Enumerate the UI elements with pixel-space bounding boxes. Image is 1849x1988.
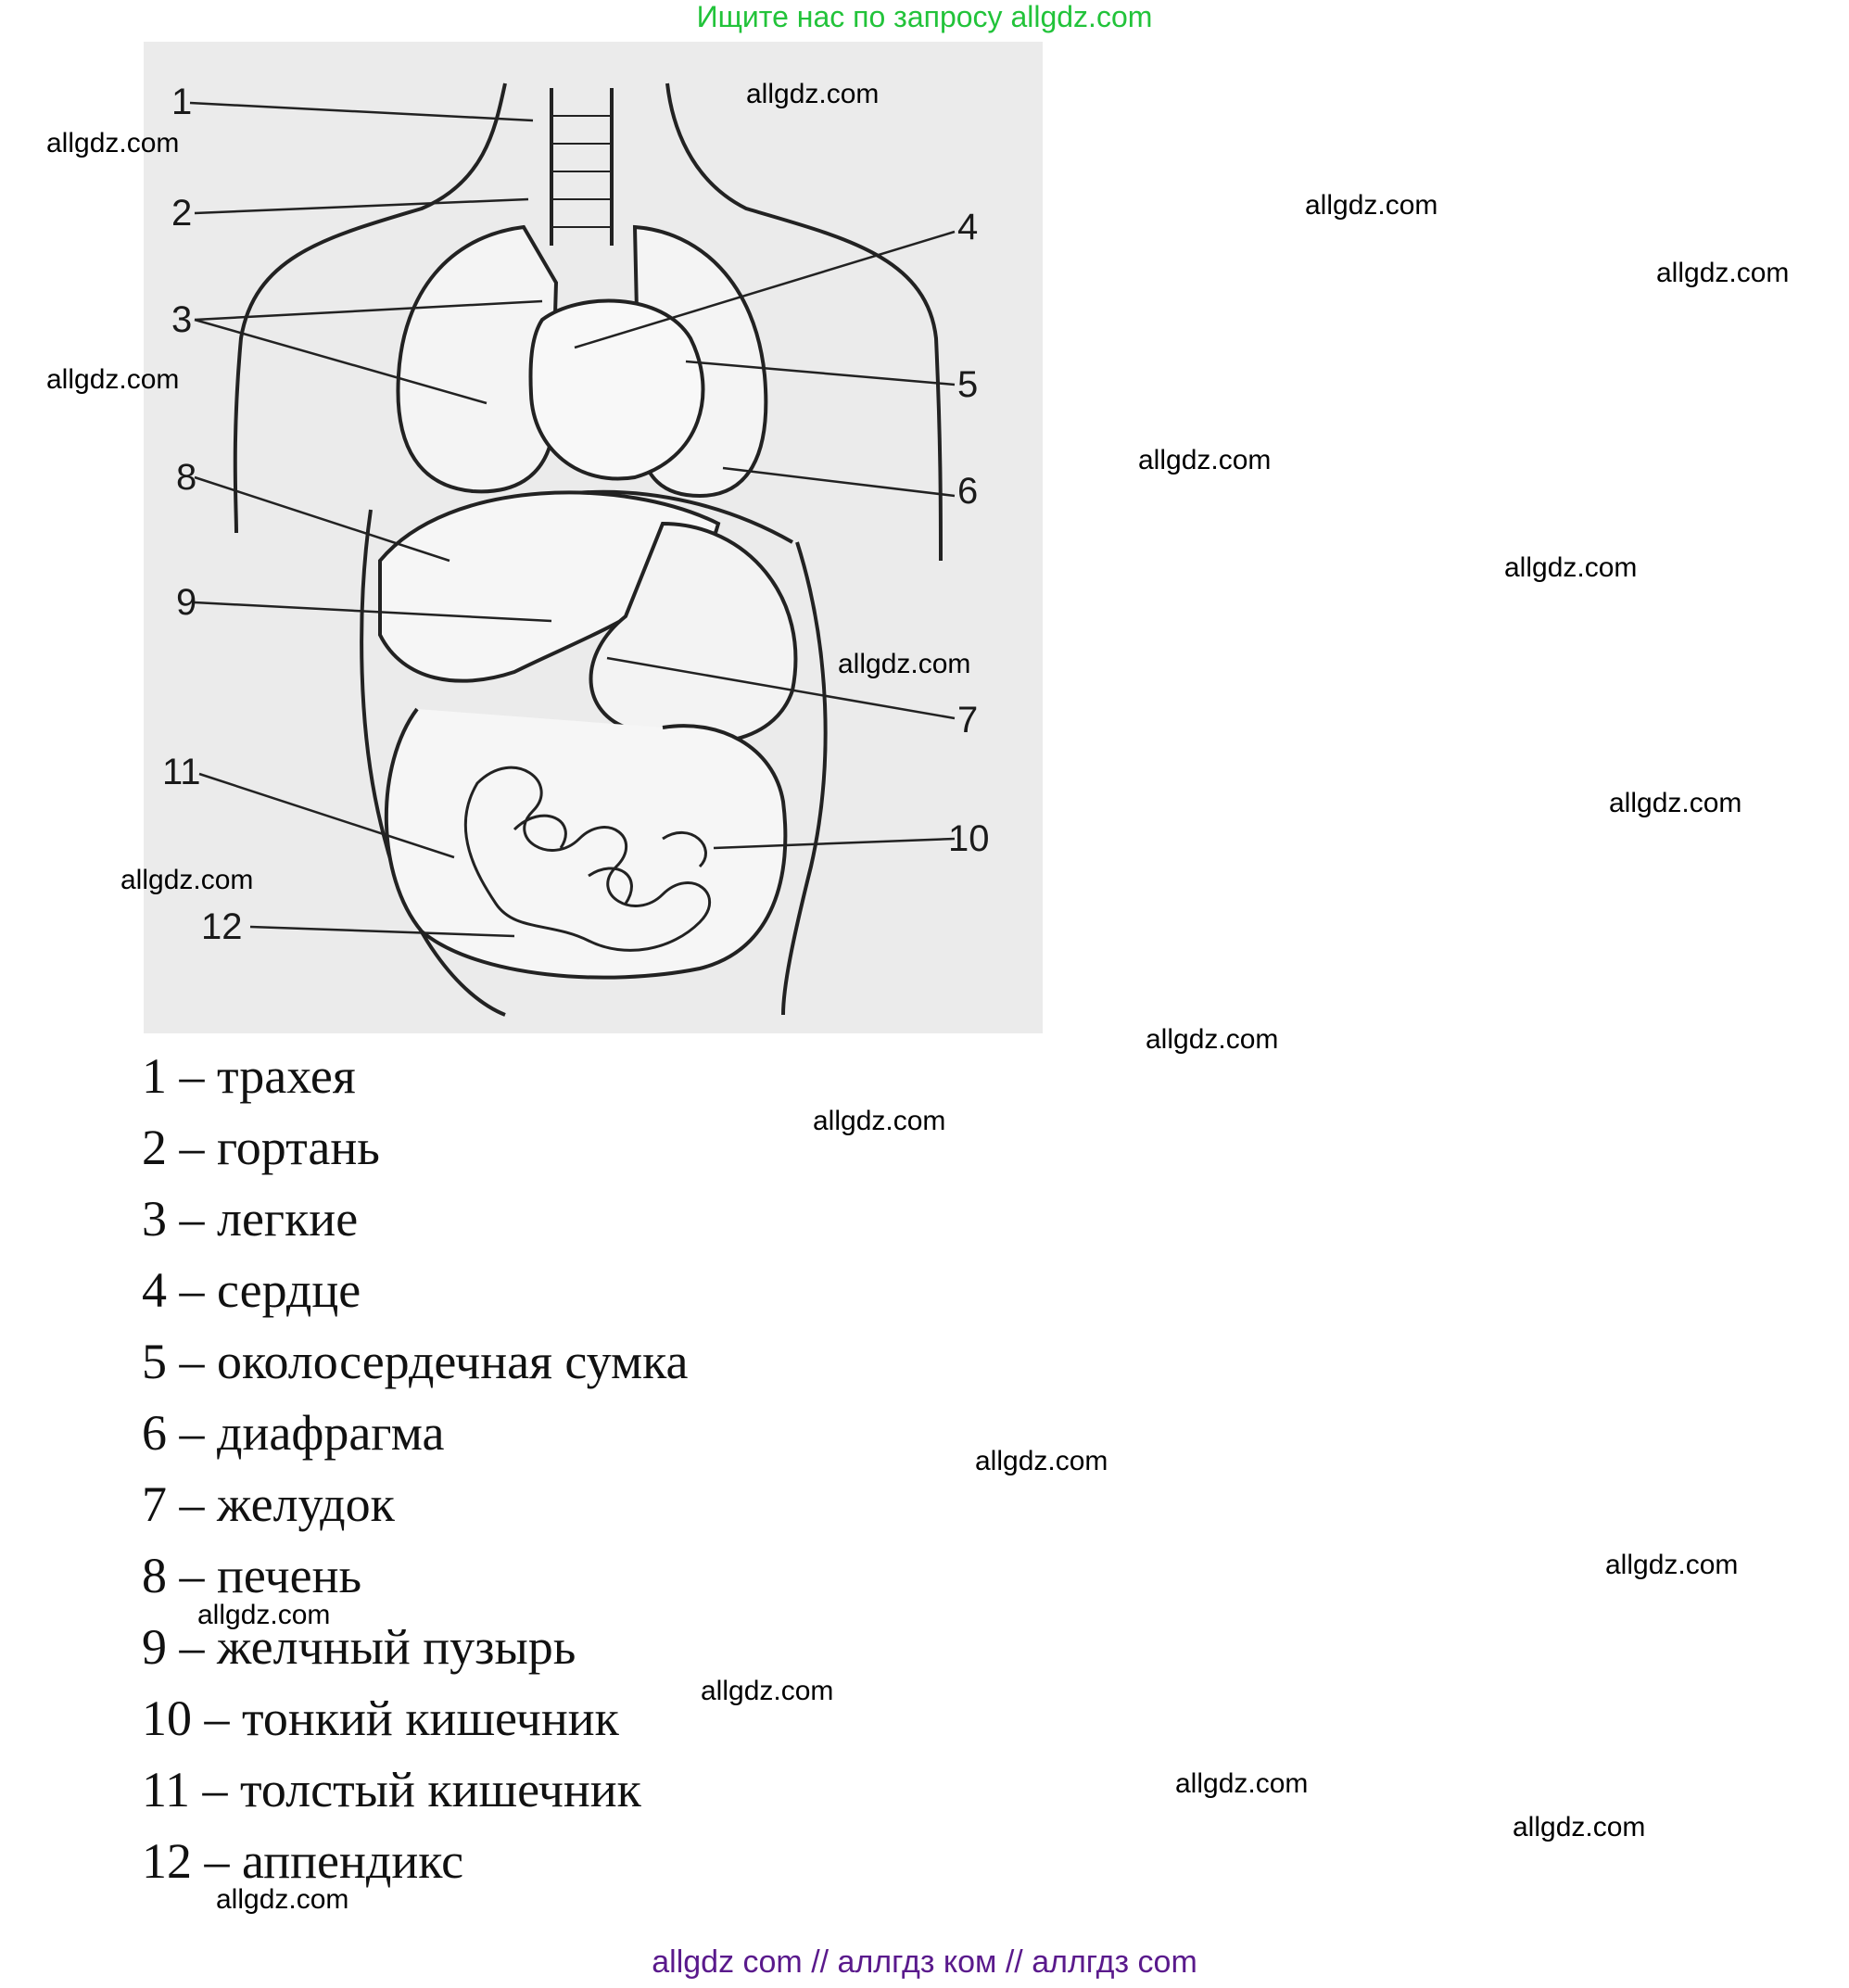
legend-item: 8 – печень — [142, 1548, 362, 1603]
figure-number-10: 10 — [948, 818, 990, 859]
watermark: allgdz.com — [838, 649, 971, 679]
watermark: allgdz.com — [216, 1884, 349, 1915]
watermark: allgdz.com — [197, 1600, 331, 1630]
anatomy-figure: 1 2 3 4 5 6 7 8 9 10 11 12 — [144, 42, 1043, 1033]
watermark: allgdz.com — [746, 79, 880, 109]
top-banner: Ищите нас по запросу allgdz.com — [696, 0, 1153, 33]
watermark: allgdz.com — [1138, 445, 1272, 475]
watermark: allgdz.com — [1656, 258, 1790, 288]
legend-item: 6 – диафрагма — [142, 1405, 445, 1461]
watermark: allgdz.com — [1175, 1768, 1309, 1799]
heart-shape — [528, 298, 705, 481]
figure-number-4: 4 — [957, 207, 979, 247]
watermark: allgdz.com — [1305, 190, 1438, 221]
figure-number-2: 2 — [171, 193, 193, 234]
figure-number-6: 6 — [957, 471, 979, 512]
legend-item: 1 – трахея — [142, 1048, 356, 1104]
figure-number-5: 5 — [957, 364, 979, 405]
watermark: allgdz.com — [46, 128, 180, 158]
watermark: allgdz.com — [1609, 788, 1742, 818]
torso-side-right — [781, 541, 828, 1016]
figure-number-1: 1 — [171, 82, 193, 122]
watermark: allgdz.com — [1504, 552, 1638, 583]
legend-item: 4 – сердце — [142, 1262, 361, 1318]
trachea-shape — [550, 88, 614, 246]
watermark: allgdz.com — [1513, 1812, 1646, 1842]
legend-item: 11 – толстый кишечник — [142, 1762, 641, 1817]
body-outline-left — [233, 82, 507, 534]
figure-number-12: 12 — [201, 906, 243, 947]
legend-item: 9 – желчный пузырь — [142, 1619, 576, 1675]
figure-number-9: 9 — [176, 582, 197, 623]
legend-item: 2 – гортань — [142, 1120, 380, 1175]
watermark: allgdz.com — [120, 865, 254, 895]
figure-number-3: 3 — [171, 299, 193, 340]
watermark: allgdz.com — [1146, 1024, 1279, 1055]
watermark: allgdz.com — [975, 1446, 1108, 1476]
legend-item: 12 – аппендикс — [142, 1833, 464, 1889]
organ-legend: 1 – трахея 2 – гортань 3 – легкие 4 – се… — [142, 1043, 689, 1899]
legend-item: 10 – тонкий кишечник — [142, 1690, 619, 1746]
legend-item: 3 – легкие — [142, 1191, 359, 1247]
watermark: allgdz.com — [1605, 1550, 1739, 1580]
legend-item: 5 – околосердечная сумка — [142, 1334, 689, 1389]
watermark: allgdz.com — [813, 1106, 946, 1136]
body-outline-right — [665, 82, 943, 562]
figure-number-8: 8 — [176, 457, 197, 498]
left-lung-shape — [396, 224, 559, 494]
stomach-shape — [589, 521, 798, 745]
figure-number-11: 11 — [162, 752, 201, 792]
legend-item: 7 – желудок — [142, 1476, 395, 1532]
watermark: allgdz.com — [701, 1676, 834, 1706]
small-intestine-shape — [463, 766, 712, 952]
torso-anatomy-icon — [189, 82, 956, 1017]
footer-text: allgdz com // аллгдз ком // аллгдз com — [652, 1944, 1197, 1980]
large-intestine-shape — [384, 707, 788, 980]
torso-side-left — [360, 509, 506, 1017]
watermark: allgdz.com — [46, 364, 180, 395]
figure-number-7: 7 — [957, 700, 979, 741]
